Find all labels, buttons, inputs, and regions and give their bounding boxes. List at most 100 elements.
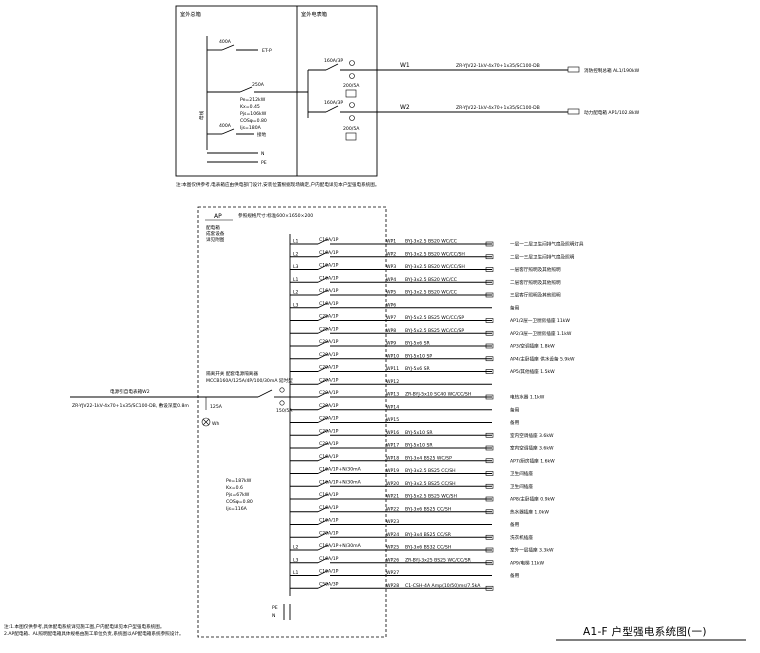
- circuit-breaker-blade: [317, 582, 329, 589]
- circuit-destination: AP3/空调插座 1.8kW: [510, 343, 555, 350]
- circuit-cable: BYJ-3x2.5 BS25 CC/SH: [405, 481, 456, 487]
- top-breaker2-ct: [349, 102, 355, 108]
- circuit-breaker: C16A/1P: [319, 275, 339, 281]
- circuit-breaker-blade: [317, 455, 329, 462]
- circuit-load-box: [485, 534, 494, 540]
- circuit-breaker-blade: [317, 378, 329, 385]
- circuit-breaker: C16A/1P+N/30mA: [319, 467, 362, 473]
- circuit-breaker-blade: [317, 366, 329, 372]
- circuit-breaker: C16A/1P+N/30mA: [319, 479, 362, 485]
- circuit-breaker-blade: [317, 519, 329, 525]
- top-breaker1-label: 160A/3P: [324, 58, 343, 64]
- circuit-phase: L2: [293, 545, 299, 551]
- circuit-breaker: C16A/1P: [319, 569, 339, 575]
- main-incoming-label: 电源引自电表箱W2: [110, 388, 150, 395]
- top-calc-0: Pe=212kW: [240, 97, 266, 103]
- circuit-load-box: [485, 471, 494, 476]
- top-dest1: 消防控制总箱 AL1/190kW: [584, 67, 640, 74]
- circuit-phase: L3: [293, 264, 299, 270]
- circuit-cable: BYJ-3x4 BS25 CC/SR: [405, 532, 452, 538]
- circuit-breaker: C16A/1P: [319, 518, 339, 524]
- circuit-load-box: [485, 547, 494, 553]
- circuit-breaker: C20A/1P: [319, 403, 339, 409]
- top-breaker2-ct2: [349, 115, 355, 121]
- top-breaker1-blade: [325, 63, 339, 71]
- circuit-cable: BYJ-3x2.5 BS25 CC/SH: [405, 468, 456, 474]
- circuit-destination: 卫生间插座: [510, 483, 533, 490]
- circuit-code: WP28: [386, 583, 399, 589]
- main-ct-2: [279, 400, 285, 406]
- main-box-header: 参照规格尺寸:标准600×1650×200: [238, 212, 313, 219]
- circuit-destination: AP8/主卧插座 0.9kW: [510, 496, 555, 503]
- circuit-code: WP11: [386, 366, 399, 372]
- diagram-title: A1-F 户型强电系统图(一): [583, 625, 707, 638]
- circuit-breaker-blade: [317, 442, 329, 449]
- top-upper-switch: [221, 44, 235, 51]
- main-pe-label: PE: [272, 605, 278, 611]
- circuit-breaker-blade: [317, 251, 329, 258]
- circuit-code: WP10: [386, 353, 399, 359]
- top-panel-label-right: 室外电表箱: [301, 10, 327, 18]
- circuit-code: WP1: [386, 239, 396, 245]
- circuit-code: WP25: [386, 545, 399, 551]
- circuit-breaker-blade: [317, 404, 329, 411]
- circuit-breaker: C16A/1P: [319, 250, 339, 256]
- circuit-destination: 二层一三层卫生间排气扇及照明: [510, 253, 575, 260]
- top-breaker1-ct: [349, 60, 355, 66]
- circuit-breaker: C20A/1P: [319, 530, 339, 536]
- top-cable1: ZR-YJV22-1kV-4x70+1x35/SC100-DB: [456, 63, 540, 69]
- main-n-label: N: [272, 613, 275, 619]
- main-calc-0: Pe=187kW: [226, 478, 252, 484]
- circuit-code: WP18: [386, 455, 399, 461]
- main-footnote-1: 2.AP配电箱、AL照明配电箱具体规格由施工单位负责,系统图以AP配电箱系统参照…: [4, 630, 184, 637]
- circuit-breaker: C16A/1P: [319, 556, 339, 562]
- circuit-breaker: C16A/1P: [319, 492, 339, 498]
- circuit-destination: AP1/2层一卫厨房插座 11kW: [510, 317, 570, 324]
- main-ct-label: 150/5A: [276, 408, 293, 414]
- circuit-breaker-blade: [317, 544, 329, 551]
- circuit-destination: 备用: [510, 304, 520, 311]
- circuit-code: WP16: [386, 430, 399, 436]
- circuit-code: WP15: [386, 417, 399, 423]
- circuit-destination: 备用: [510, 521, 520, 528]
- main-box-sub-1: 成套设备: [206, 230, 225, 237]
- main-meter-x2: [202, 418, 210, 426]
- main-switch-label: 隔离开关 配套电源隔离器: [206, 370, 258, 377]
- main-ct-1: [279, 387, 285, 393]
- circuit-breaker-blade: [317, 353, 329, 360]
- top-w2: W2: [400, 104, 410, 111]
- circuit-code: WP3: [386, 264, 396, 270]
- circuit-breaker: C25A/1P: [319, 314, 339, 320]
- circuit-breaker: C50A/3P: [319, 581, 339, 587]
- circuit-destination: 洗衣机插座: [510, 534, 533, 541]
- circuit-load-box: [485, 369, 494, 374]
- circuit-destination: 室外一层插座 3.3kW: [510, 547, 554, 554]
- circuit-cable: BYJ-3x6 BS32 CC/SH: [405, 545, 451, 551]
- circuit-breaker: C16A/1P: [319, 288, 339, 294]
- circuit-destination: AP2/3层一卫厨房插座 1.1kW: [510, 330, 572, 337]
- main-footnote-0: 注:1.本图仅供参考,具体配电系统详见施工图,户内配电详见本户型强电系统图。: [4, 623, 164, 630]
- top-note: 注:本图仅供参考,电表箱应由供电部门设计,安装位置根据现场确定,户内配电详见本户…: [176, 181, 379, 188]
- main-calc-1: Kx=0.6: [226, 485, 243, 491]
- top-calc-3: COSφ=0.80: [240, 118, 267, 124]
- circuit-destination: 电热水器 1.1kW: [510, 394, 545, 401]
- circuit-load-box: [485, 394, 494, 400]
- circuit-code: WP21: [386, 494, 399, 500]
- top-panel-label-left: 室外总箱: [180, 10, 201, 18]
- circuit-breaker-blade: [317, 417, 329, 423]
- circuit-destination: AP5/其他插座 1.5kW: [510, 368, 555, 375]
